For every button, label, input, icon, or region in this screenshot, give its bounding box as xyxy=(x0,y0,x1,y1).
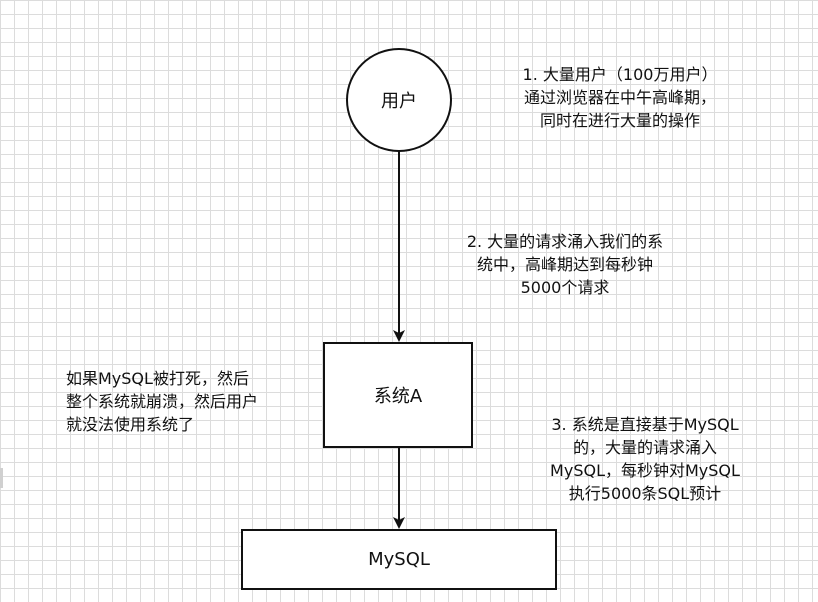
user-node[interactable]: 用户 xyxy=(346,48,452,152)
note-step3: 3. 系统是直接基于MySQL 的，大量的请求涌入 MySQL，每秒钟对MySQ… xyxy=(550,415,740,503)
edge-marker xyxy=(0,468,3,488)
system-a-node-label: 系统A xyxy=(373,386,423,407)
note-crash: 如果MySQL被打死，然后 整个系统就崩溃，然后用户 就没法使用系统了 xyxy=(66,369,259,434)
note-step1: 1. 大量用户（100万用户） 通过浏览器在中午高峰期， 同时在进行大量的操作 xyxy=(522,65,718,130)
mysql-node[interactable]: MySQL xyxy=(241,529,557,590)
note-step2: 2. 大量的请求涌入我们的系 统中，高峰期达到每秒钟 5000个请求 xyxy=(466,232,664,297)
system-a-node[interactable]: 系统A xyxy=(323,342,473,448)
mysql-node-label: MySQL xyxy=(368,549,430,570)
user-node-label: 用户 xyxy=(381,91,417,112)
